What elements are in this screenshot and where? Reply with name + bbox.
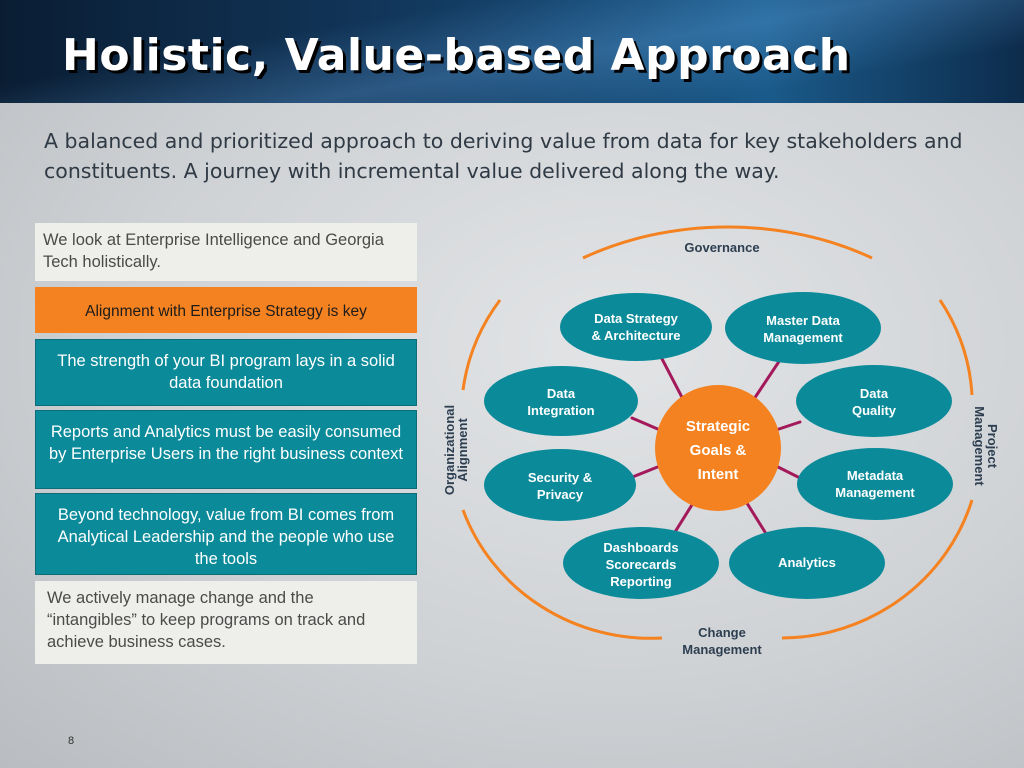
label-organizational: Organizational (442, 405, 457, 495)
node-data-integration: Data Integration (484, 366, 638, 436)
point-reports-analytics: Reports and Analytics must be easily con… (35, 410, 417, 489)
title-bar-shine (0, 0, 1024, 103)
node-metadata-line2: Management (835, 485, 915, 500)
node-dashboards-line2: Scorecards (606, 557, 677, 572)
center-line2: Goals & (690, 442, 747, 459)
spoke-data-integration (630, 416, 662, 432)
node-security-privacy: Security & Privacy (484, 449, 636, 521)
center-node: Strategic Goals & Intent (655, 385, 781, 511)
node-master-data-line2: Management (763, 330, 843, 345)
title-bar: Holistic, Value-based Approach (0, 0, 1024, 103)
node-security-privacy-line2: Privacy (537, 487, 584, 502)
label-project: Project (985, 424, 1000, 469)
node-metadata-shape (797, 448, 953, 520)
node-dashboards-shape (563, 527, 719, 599)
node-master-data: Master Data Management (725, 292, 881, 364)
spoke-security (628, 464, 662, 480)
node-data-quality: Data Quality (796, 365, 952, 437)
node-data-integration-shape (484, 366, 638, 436)
node-data-strategy: Data Strategy & Architecture (560, 293, 712, 361)
label-management: Management (972, 406, 987, 486)
point-analytical-leadership: Beyond technology, value from BI comes f… (35, 493, 417, 575)
node-dashboards: Dashboards Scorecards Reporting (563, 527, 719, 599)
point-data-foundation: The strength of your BI program lays in … (35, 339, 417, 406)
node-analytics-shape (729, 527, 885, 599)
point-alignment: Alignment with Enterprise Strategy is ke… (35, 287, 417, 333)
node-analytics-line1: Analytics (778, 555, 836, 570)
point-holistic: We look at Enterprise Intelligence and G… (35, 223, 417, 281)
upper-right-arc (938, 299, 974, 396)
node-data-quality-shape (796, 365, 952, 437)
spoke-metadata (774, 464, 802, 480)
slide-subtitle: A balanced and prioritized approach to d… (44, 129, 963, 183)
slide-title: Holistic, Value-based Approach (62, 30, 851, 81)
center-line1: Strategic (686, 418, 750, 435)
label-alignment: Alignment (455, 418, 470, 482)
node-data-quality-line2: Quality (852, 403, 897, 418)
point-change-management: We actively manage change and the “intan… (35, 581, 417, 664)
label-project-management: Project Management (972, 406, 1000, 486)
label-organizational-alignment: Organizational Alignment (442, 405, 470, 495)
node-metadata: Metadata Management (797, 448, 953, 520)
node-data-integration-line1: Data (547, 386, 576, 401)
node-dashboards-line3: Reporting (610, 574, 671, 589)
lower-right-arc (781, 499, 974, 640)
lower-left-arc (461, 509, 663, 640)
node-data-quality-line1: Data (860, 386, 889, 401)
governance-arc (582, 225, 873, 260)
center-node-shape (655, 385, 781, 511)
spoke-data-quality (774, 420, 802, 432)
page-number: 8 (68, 735, 75, 747)
node-master-data-shape (725, 292, 881, 364)
center-line3: Intent (698, 466, 739, 483)
node-data-strategy-line1: Data Strategy (594, 311, 679, 326)
node-data-strategy-line2: & Architecture (591, 328, 680, 343)
node-master-data-line1: Master Data (766, 313, 840, 328)
node-data-strategy-shape (560, 293, 712, 361)
upper-left-arc (461, 299, 502, 391)
node-metadata-line1: Metadata (847, 468, 904, 483)
label-governance: Governance (684, 240, 759, 255)
node-security-privacy-shape (484, 449, 636, 521)
node-security-privacy-line1: Security & (528, 470, 592, 485)
node-data-integration-line2: Integration (527, 403, 594, 418)
node-dashboards-line1: Dashboards (603, 540, 678, 555)
node-analytics: Analytics (729, 527, 885, 599)
label-change-management: Management (682, 642, 762, 657)
label-change: Change (698, 625, 746, 640)
